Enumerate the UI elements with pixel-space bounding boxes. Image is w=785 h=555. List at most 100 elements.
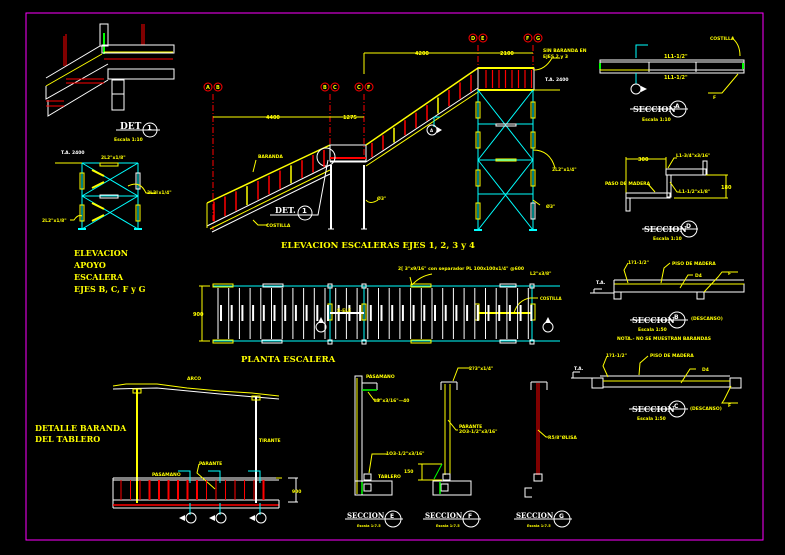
seccion-c-drawing: [571, 355, 742, 418]
det-1-ref-title: DET.: [275, 205, 296, 215]
axis-label: B: [216, 85, 220, 91]
seccion-b-drawing: [590, 262, 745, 329]
apoyo-label-top: 2L2"x1/8": [101, 155, 126, 161]
seccion-b-ta: T.A.: [596, 280, 606, 286]
seccion-b-scale: Escala 1:50: [638, 327, 667, 333]
detail-1-scale: Escala 1:10: [114, 137, 143, 143]
axis-label: G: [536, 36, 540, 42]
seccion-d-l-top: L1-3/4"x3/16": [676, 153, 710, 159]
seccion-f-labels: 2?3"x1/4" PARANTE 2O3-1/2"x3/16" 150 SEC…: [404, 366, 498, 528]
tower-label-2: Ø3": [546, 203, 555, 210]
seccion-c-ta: T.A.: [574, 366, 584, 372]
planta-labels: 900 S-ELE 2[ 3"x9/16" con separador PL 1…: [193, 266, 563, 365]
seccion-d-drawing: [625, 157, 728, 238]
detail-1-title: DET: [120, 122, 142, 132]
axis-label: F: [367, 85, 370, 91]
seccion-d-labels: 300 180 L1-3/4"x3/16" L1-1/2"x1/8" PASO …: [605, 153, 732, 242]
seccion-a-labels: 1L1-1/2" 1L1-1/2" COSTILLA F SECCION A E…: [633, 36, 735, 123]
dim-2100: 2100: [500, 51, 514, 57]
stair-axes: [203, 33, 543, 230]
seccion-e-labels: PASAMANO L2"x3/16"—40 1O3-1/2"x3/16" TAB…: [347, 374, 425, 528]
seccion-g-marker: G: [559, 513, 564, 520]
baranda-balusters: [120, 480, 265, 500]
detail-1-marker: 1: [147, 124, 152, 132]
baranda-note-1: SIN BARANDA EN: [543, 48, 587, 54]
ta-label: T.A. 2400: [545, 77, 568, 83]
seccion-g-title: SECCION: [516, 511, 554, 520]
apoyo-ta: T.A. 2400: [61, 150, 84, 156]
seccion-c-tag: (DESCANSO): [690, 406, 722, 412]
seccion-c-labels: T.A. 1?1-1/2" PISO DE MADERA D4 F SECCIO…: [574, 353, 731, 422]
section-marker-a: A: [430, 128, 434, 133]
seccion-e-scale: Escala 1:7.5: [357, 524, 381, 528]
seccion-c-piso: PISO DE MADERA: [650, 353, 694, 359]
planta-mid-label: S-ELE: [337, 308, 351, 314]
apoyo-title-line-1: ELEVACION: [74, 248, 128, 258]
seccion-c-d4: D4: [702, 367, 709, 373]
seccion-c-marker: C: [674, 403, 679, 410]
seccion-f-title: SECCION: [425, 511, 463, 520]
seccion-b-labels: T.A. 1?1-1/2" PISO DE MADERA D4 F SECCIO…: [596, 260, 731, 342]
seccion-f-scale: Escala 1:7.5: [436, 524, 460, 528]
elevation-title: ELEVACION ESCALERAS EJES 1, 2, 3 y 4: [281, 241, 475, 251]
stair-labels: BARANDA COSTILLA SIN BARANDA EN EJES 2 y…: [258, 48, 587, 251]
seccion-a-scale: Escala 1:10: [642, 117, 671, 123]
axis-labels: A B B C C F D E F G: [206, 36, 540, 91]
seccion-f-label: 2O3-1/2"x3/16": [459, 429, 498, 435]
apoyo-frame: [55, 162, 158, 230]
seccion-d-marker: D: [686, 223, 691, 230]
seccion-b-piso: PISO DE MADERA: [672, 261, 716, 267]
baranda-note-2: EJES 2 y 3: [543, 54, 568, 60]
pipe-label: Ø3": [377, 195, 386, 202]
seccion-d-l-mid: L1-1/2"x1/8": [679, 189, 710, 195]
seccion-f-marker: F: [468, 513, 472, 520]
axis-label: D: [471, 36, 475, 42]
seccion-b-title: SECCION: [632, 315, 675, 325]
dim-4400: 4400: [266, 115, 280, 121]
seccion-b-d4: D4: [695, 273, 702, 279]
seccion-e-label: 1O3-1/2"x3/16": [386, 451, 425, 457]
dim-1275: 1275: [343, 115, 357, 121]
seccion-a-costilla: COSTILLA: [710, 36, 735, 42]
axis-label: C: [333, 85, 337, 91]
seccion-a-marker: A: [675, 103, 680, 110]
apoyo-label-right: 2L2"x1/4": [147, 190, 172, 196]
planta-note: 2[ 3"x9/16" con separador PL 100x100x1/4…: [398, 266, 524, 272]
seccion-f-label: 150: [404, 469, 413, 475]
seccion-e-marker: E: [390, 513, 394, 520]
seccion-d-dim-h: 180: [721, 185, 732, 191]
seccion-b-l1: 1?1-1/2": [628, 260, 649, 266]
apoyo-label-left: 2L2"x1/8": [42, 218, 67, 224]
seccion-c-l1: 1?1-1/2": [606, 353, 627, 359]
axis-label: F: [526, 36, 529, 42]
seccion-f-label: PARANTE: [459, 424, 482, 430]
seccion-e-label: TABLERO: [378, 474, 401, 480]
seccion-e-label: L2"x3/16"—40: [374, 398, 409, 404]
baranda-label: BARANDA: [258, 154, 283, 160]
detail-1-label: DET 1 Escala 1:10: [114, 122, 160, 143]
planta-l-label: L2"x3/8": [530, 271, 552, 277]
seccion-g-scale: Escala 1:7.5: [527, 524, 551, 528]
seccion-a-f: F: [713, 95, 716, 101]
seccion-e-drawing: [345, 375, 403, 528]
seccion-d-piso: PASO DE MADERA: [605, 181, 651, 187]
seccion-a-title: SECCION: [633, 104, 676, 114]
tower-label-1: 2L2"x1/4": [552, 167, 577, 173]
arco-label: ARCO: [187, 376, 201, 382]
seccion-b-nota: NOTA.- NO SE MUESTRAN BARANDAS: [617, 336, 711, 342]
seccion-e-title: SECCION: [347, 511, 385, 520]
det-1-ref-marker: 1: [302, 207, 307, 215]
seccion-b-f: F: [728, 271, 731, 277]
seccion-f-label: 2?3"x1/4": [469, 366, 493, 372]
seccion-g-label: R5/8"ØLISA: [548, 434, 577, 441]
stair-flight: [206, 57, 560, 233]
seccion-g-drawing: [514, 381, 572, 528]
axis-label: A: [206, 85, 210, 91]
seccion-a-bottom: 1L1-1/2": [664, 75, 688, 81]
parante-label: PARANTE: [199, 461, 222, 467]
apoyo-title-line-2: APOYO: [73, 260, 106, 270]
apoyo-title-line-4: EJES B, C, F y G: [74, 284, 146, 294]
seccion-g-labels: R5/8"ØLISA SECCION G Escala 1:7.5: [516, 434, 577, 528]
detalle-baranda-labels: ARCO TIRANTE PASAMANO PARANTE 900 DETALL…: [35, 376, 301, 495]
